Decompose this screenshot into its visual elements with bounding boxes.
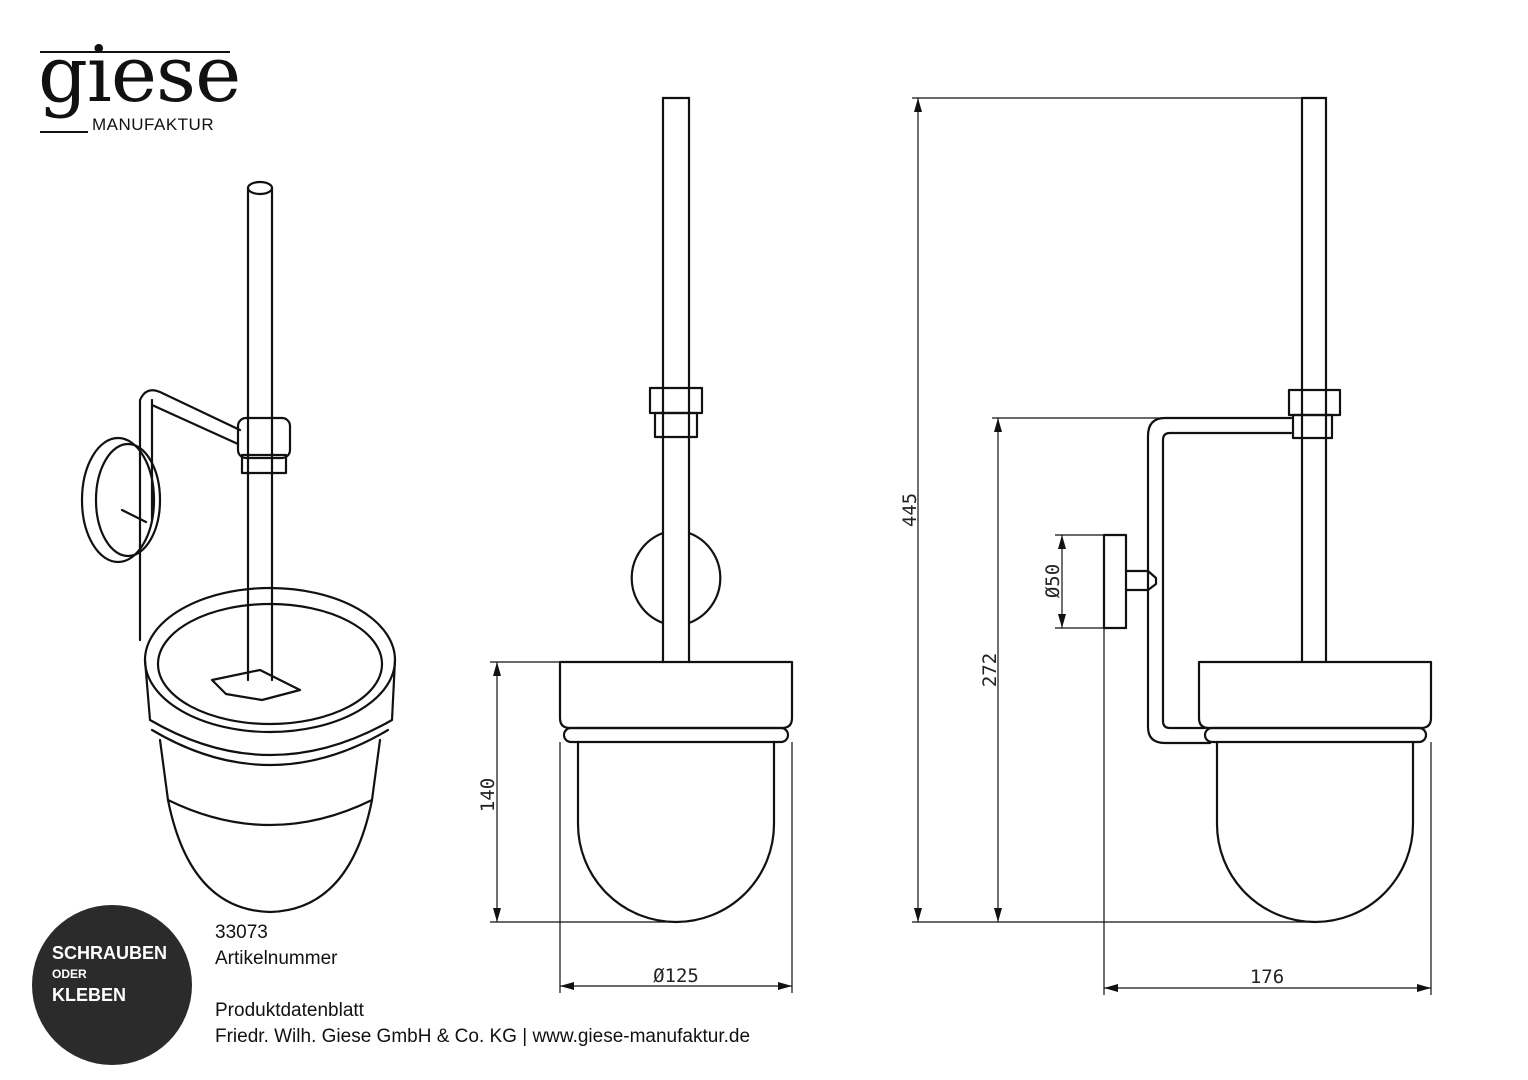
dim-cup-height: 140 (477, 778, 499, 812)
dim-cup-diameter: Ø125 (653, 965, 699, 987)
article-number-label: Artikelnummer (215, 948, 338, 969)
article-number: 33073 (215, 922, 268, 943)
side-view (912, 96, 1433, 995)
badge-line-1: SCHRAUBEN (52, 943, 168, 963)
mounting-badge: SCHRAUBEN ODER KLEBEN (32, 905, 192, 1065)
logo-rule-top (40, 51, 230, 53)
logo-rule-bottom (40, 131, 88, 133)
sheet-title: Produktdatenblatt (215, 1000, 364, 1021)
logo-wordmark: giese (38, 30, 241, 120)
logo-subtitle: MANUFAKTUR (92, 115, 215, 134)
dim-total-height: 445 (899, 493, 921, 527)
front-view (490, 96, 794, 993)
perspective-view (80, 180, 397, 914)
dim-wall-plate-diameter: Ø50 (1042, 564, 1064, 598)
badge-line-3: KLEBEN (52, 985, 127, 1005)
dim-depth: 176 (1250, 966, 1284, 988)
badge-line-2: ODER (52, 967, 87, 981)
company-footer: Friedr. Wilh. Giese GmbH & Co. KG | www.… (215, 1026, 751, 1047)
dim-bracket-height: 272 (979, 653, 1001, 687)
